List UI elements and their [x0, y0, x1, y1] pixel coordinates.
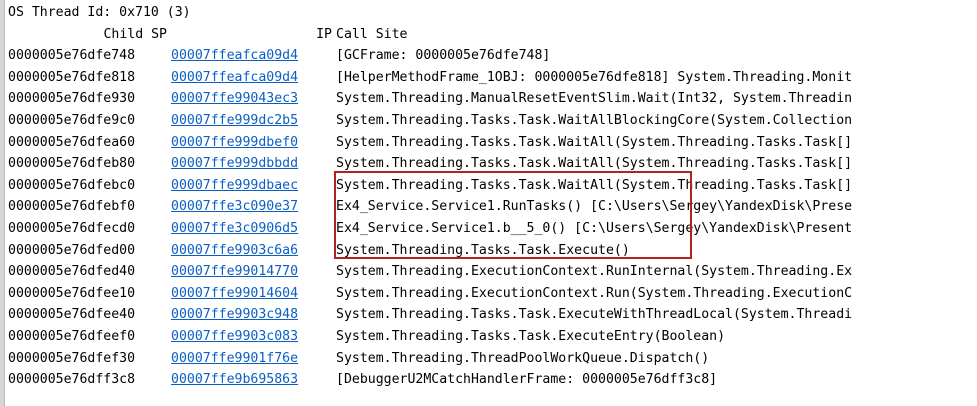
call-site-text: Ex4_Service.Service1.b__5_0() [C:\Users\…	[336, 220, 853, 236]
column-header-call-site: Call Site	[336, 26, 408, 42]
stack-frame-row: 0000005e76dfed40 00007ffe99014770 System.T…	[8, 261, 977, 283]
stack-frame-row: 0000005e76dfe930 00007ffe99043ec3 System.T…	[8, 88, 977, 110]
child-sp-value: 0000005e76dff3c8	[8, 372, 136, 388]
child-sp-value: 0000005e76dfea60	[8, 134, 136, 150]
child-sp-value: 0000005e76dfef30	[8, 350, 136, 366]
stack-frame-row: 0000005e76dfee10 00007ffe99014604 System.T…	[8, 283, 977, 305]
ip-link[interactable]: 00007ffe9903c948	[171, 307, 299, 323]
ip-link[interactable]: 00007ffe9901f76e	[171, 350, 299, 366]
child-sp-value: 0000005e76dfeb80	[8, 156, 136, 172]
child-sp-value: 0000005e76dfee10	[8, 285, 136, 301]
ip-link[interactable]: 00007ffe999dc2b5	[171, 112, 299, 128]
stack-frame-row: 0000005e76dfebc0 00007ffe999dbaec System.T…	[8, 175, 977, 197]
ip-link[interactable]: 00007ffe999dbaec	[171, 177, 299, 193]
ip-link[interactable]: 00007ffe9903c6a6	[171, 242, 299, 258]
stack-frame-row: 0000005e76dfebf0 00007ffe3c090e37 Ex4_Serv…	[8, 196, 977, 218]
thread-title: OS Thread Id: 0x710 (3)	[8, 5, 191, 20]
scroll-gutter[interactable]	[0, 0, 5, 406]
child-sp-value: 0000005e76dfed00	[8, 242, 136, 258]
child-sp-value: 0000005e76dfebc0	[8, 177, 136, 193]
call-site-text: System.Threading.ThreadPoolWorkQueue.Dis…	[336, 350, 710, 366]
stack-frame-row: 0000005e76dfe748 00007ffeafca09d4 [GCFrame…	[8, 45, 977, 67]
call-site-text: System.Threading.ExecutionContext.Run(Sy…	[336, 285, 853, 301]
call-site-text: System.Threading.Tasks.Task.WaitAll(Syst…	[336, 177, 853, 193]
stack-frame-row: 0000005e76dfef30 00007ffe9901f76e System.T…	[8, 348, 977, 370]
column-header-child-sp: Child SP	[103, 26, 167, 42]
call-site-text: Ex4_Service.Service1.RunTasks() [C:\User…	[336, 199, 853, 215]
call-site-text: System.Threading.Tasks.Task.ExecuteWithT…	[336, 307, 853, 323]
stack-frame-row: 0000005e76dfed00 00007ffe9903c6a6 System.T…	[8, 240, 977, 262]
child-sp-value: 0000005e76dfe930	[8, 91, 136, 107]
ip-link[interactable]: 00007ffe9b695863	[171, 372, 299, 388]
call-site-text: System.Threading.Tasks.Task.WaitAllBlock…	[336, 112, 853, 128]
ip-link[interactable]: 00007ffe9903c083	[171, 328, 299, 344]
ip-link[interactable]: 00007ffeafca09d4	[171, 69, 299, 85]
ip-link[interactable]: 00007ffe999dbbdd	[171, 156, 299, 172]
child-sp-value: 0000005e76dfe818	[8, 69, 136, 85]
stack-frame-row: 0000005e76dfee40 00007ffe9903c948 System.T…	[8, 304, 977, 326]
child-sp-value: 0000005e76dfeef0	[8, 328, 136, 344]
stack-frame-row: 0000005e76dfea60 00007ffe999dbef0 System.T…	[8, 132, 977, 154]
ip-link[interactable]: 00007ffe3c090e37	[171, 199, 299, 215]
stack-frame-row: 0000005e76dff3c8 00007ffe9b695863 [Debugge…	[8, 369, 977, 391]
ip-link[interactable]: 00007ffeafca09d4	[171, 48, 299, 64]
ip-link[interactable]: 00007ffe3c0906d5	[171, 220, 299, 236]
ip-link[interactable]: 00007ffe99014770	[171, 264, 299, 280]
stack-frame-row: 0000005e76dfe9c0 00007ffe999dc2b5 System.T…	[8, 110, 977, 132]
column-header-ip: IP	[316, 26, 332, 42]
stack-frame-row: 0000005e76dfecd0 00007ffe3c0906d5 Ex4_Serv…	[8, 218, 977, 240]
stack-frame-row: 0000005e76dfeef0 00007ffe9903c083 System.T…	[8, 326, 977, 348]
child-sp-value: 0000005e76dfe748	[8, 48, 136, 64]
stack-frames-list: 0000005e76dfe748 00007ffeafca09d4 [GCFrame…	[8, 45, 977, 391]
child-sp-value: 0000005e76dfecd0	[8, 220, 136, 236]
call-site-text: System.Threading.Tasks.Task.ExecuteEntry…	[336, 328, 726, 344]
stack-frame-row: 0000005e76dfe818 00007ffeafca09d4 [HelperM…	[8, 67, 977, 89]
call-site-text: [DebuggerU2MCatchHandlerFrame: 0000005e7…	[336, 372, 718, 388]
call-site-text: [HelperMethodFrame_1OBJ: 0000005e76dfe81…	[336, 69, 853, 85]
call-site-text: System.Threading.Tasks.Task.WaitAll(Syst…	[336, 134, 853, 150]
stack-frame-row: 0000005e76dfeb80 00007ffe999dbbdd System.T…	[8, 153, 977, 175]
call-site-text: System.Threading.ExecutionContext.RunInt…	[336, 264, 853, 280]
ip-link[interactable]: 00007ffe999dbef0	[171, 134, 299, 150]
child-sp-value: 0000005e76dfee40	[8, 307, 136, 323]
call-site-text: System.Threading.Tasks.Task.WaitAll(Syst…	[336, 156, 853, 172]
call-site-text: [GCFrame: 0000005e76dfe748]	[336, 48, 551, 64]
child-sp-value: 0000005e76dfebf0	[8, 199, 136, 215]
call-site-text: System.Threading.Tasks.Task.Execute()	[336, 242, 630, 258]
call-site-text: System.Threading.ManualResetEventSlim.Wa…	[336, 91, 853, 107]
ip-link[interactable]: 00007ffe99043ec3	[171, 91, 299, 107]
child-sp-value: 0000005e76dfed40	[8, 264, 136, 280]
child-sp-value: 0000005e76dfe9c0	[8, 112, 136, 128]
ip-link[interactable]: 00007ffe99014604	[171, 285, 299, 301]
